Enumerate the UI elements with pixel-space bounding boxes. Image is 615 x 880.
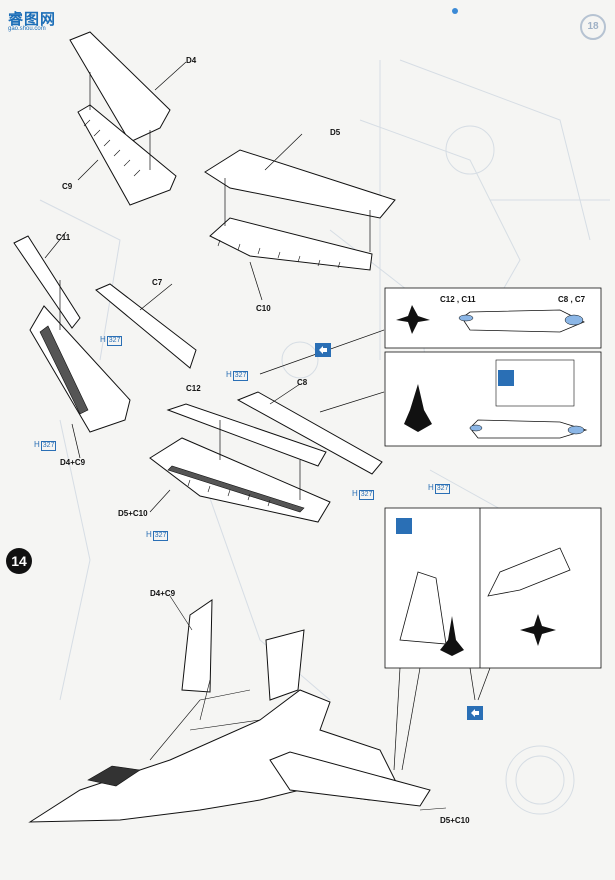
ref-h-letter: H [100,335,106,344]
label-c12-c11-detail: C12 , C11 [440,295,476,304]
label-d5-c10-aircraft: D5+C10 [440,816,470,825]
cement-tube-icon [396,518,412,534]
aircraft-body [28,689,401,823]
jet-silhouette-icon [520,614,556,646]
ref-h-code: 327 [232,371,249,381]
part-wing-lower [149,437,331,523]
cement-tube-icon [498,370,514,386]
label-c11: C11 [56,233,71,242]
ref-h-letter: H [34,440,40,449]
part-wing-left [29,305,131,433]
label-c8-c7-detail: C8 , C7 [558,295,586,304]
label-d4-c9-aircraft: D4+C9 [150,589,176,598]
step-number-badge: 14 [6,548,32,574]
label-d5: D5 [330,128,341,137]
label-c7: C7 [152,278,163,287]
jet-silhouette-side-icon [404,384,432,432]
ref-h-letter: H [226,370,232,379]
decorative-dot-icon [452,8,458,14]
watermark-subtext: gao.shou.com [8,26,46,32]
ref-h-code: 327 [358,490,375,500]
part-d5 [204,149,396,219]
watermark-text: 睿图网 [8,11,57,28]
label-d4-c9-wing: D4+C9 [60,458,86,467]
part-c8 [236,391,383,475]
label-d5-c10-wing: D5+C10 [118,509,148,518]
ref-h-code: 327 [152,531,169,541]
part-c7 [95,283,197,369]
part-c12 [166,403,327,467]
ref-h-code: 327 [106,336,123,346]
ref-h-code: 327 [434,484,451,494]
part-c10 [209,217,373,271]
part-c9 [77,104,177,206]
ref-h-letter: H [428,483,434,492]
part-c11 [13,235,81,329]
aircraft-wing-attach [269,751,431,807]
label-c8: C8 [297,378,308,387]
page-number: 18 [580,14,606,40]
jet-silhouette-side-icon [440,616,464,656]
ref-h-letter: H [352,489,358,498]
site-watermark-logo: 睿图网 gao.shou.com [4,4,74,34]
jet-silhouette-icon [396,305,430,334]
label-c9: C9 [62,182,73,191]
aircraft-tail [181,599,213,693]
label-d4: D4 [186,56,197,65]
part-d4 [69,31,171,143]
ref-h-code: 327 [40,441,57,451]
label-c10: C10 [256,304,271,313]
ref-h-letter: H [146,530,152,539]
label-c12: C12 [186,384,201,393]
